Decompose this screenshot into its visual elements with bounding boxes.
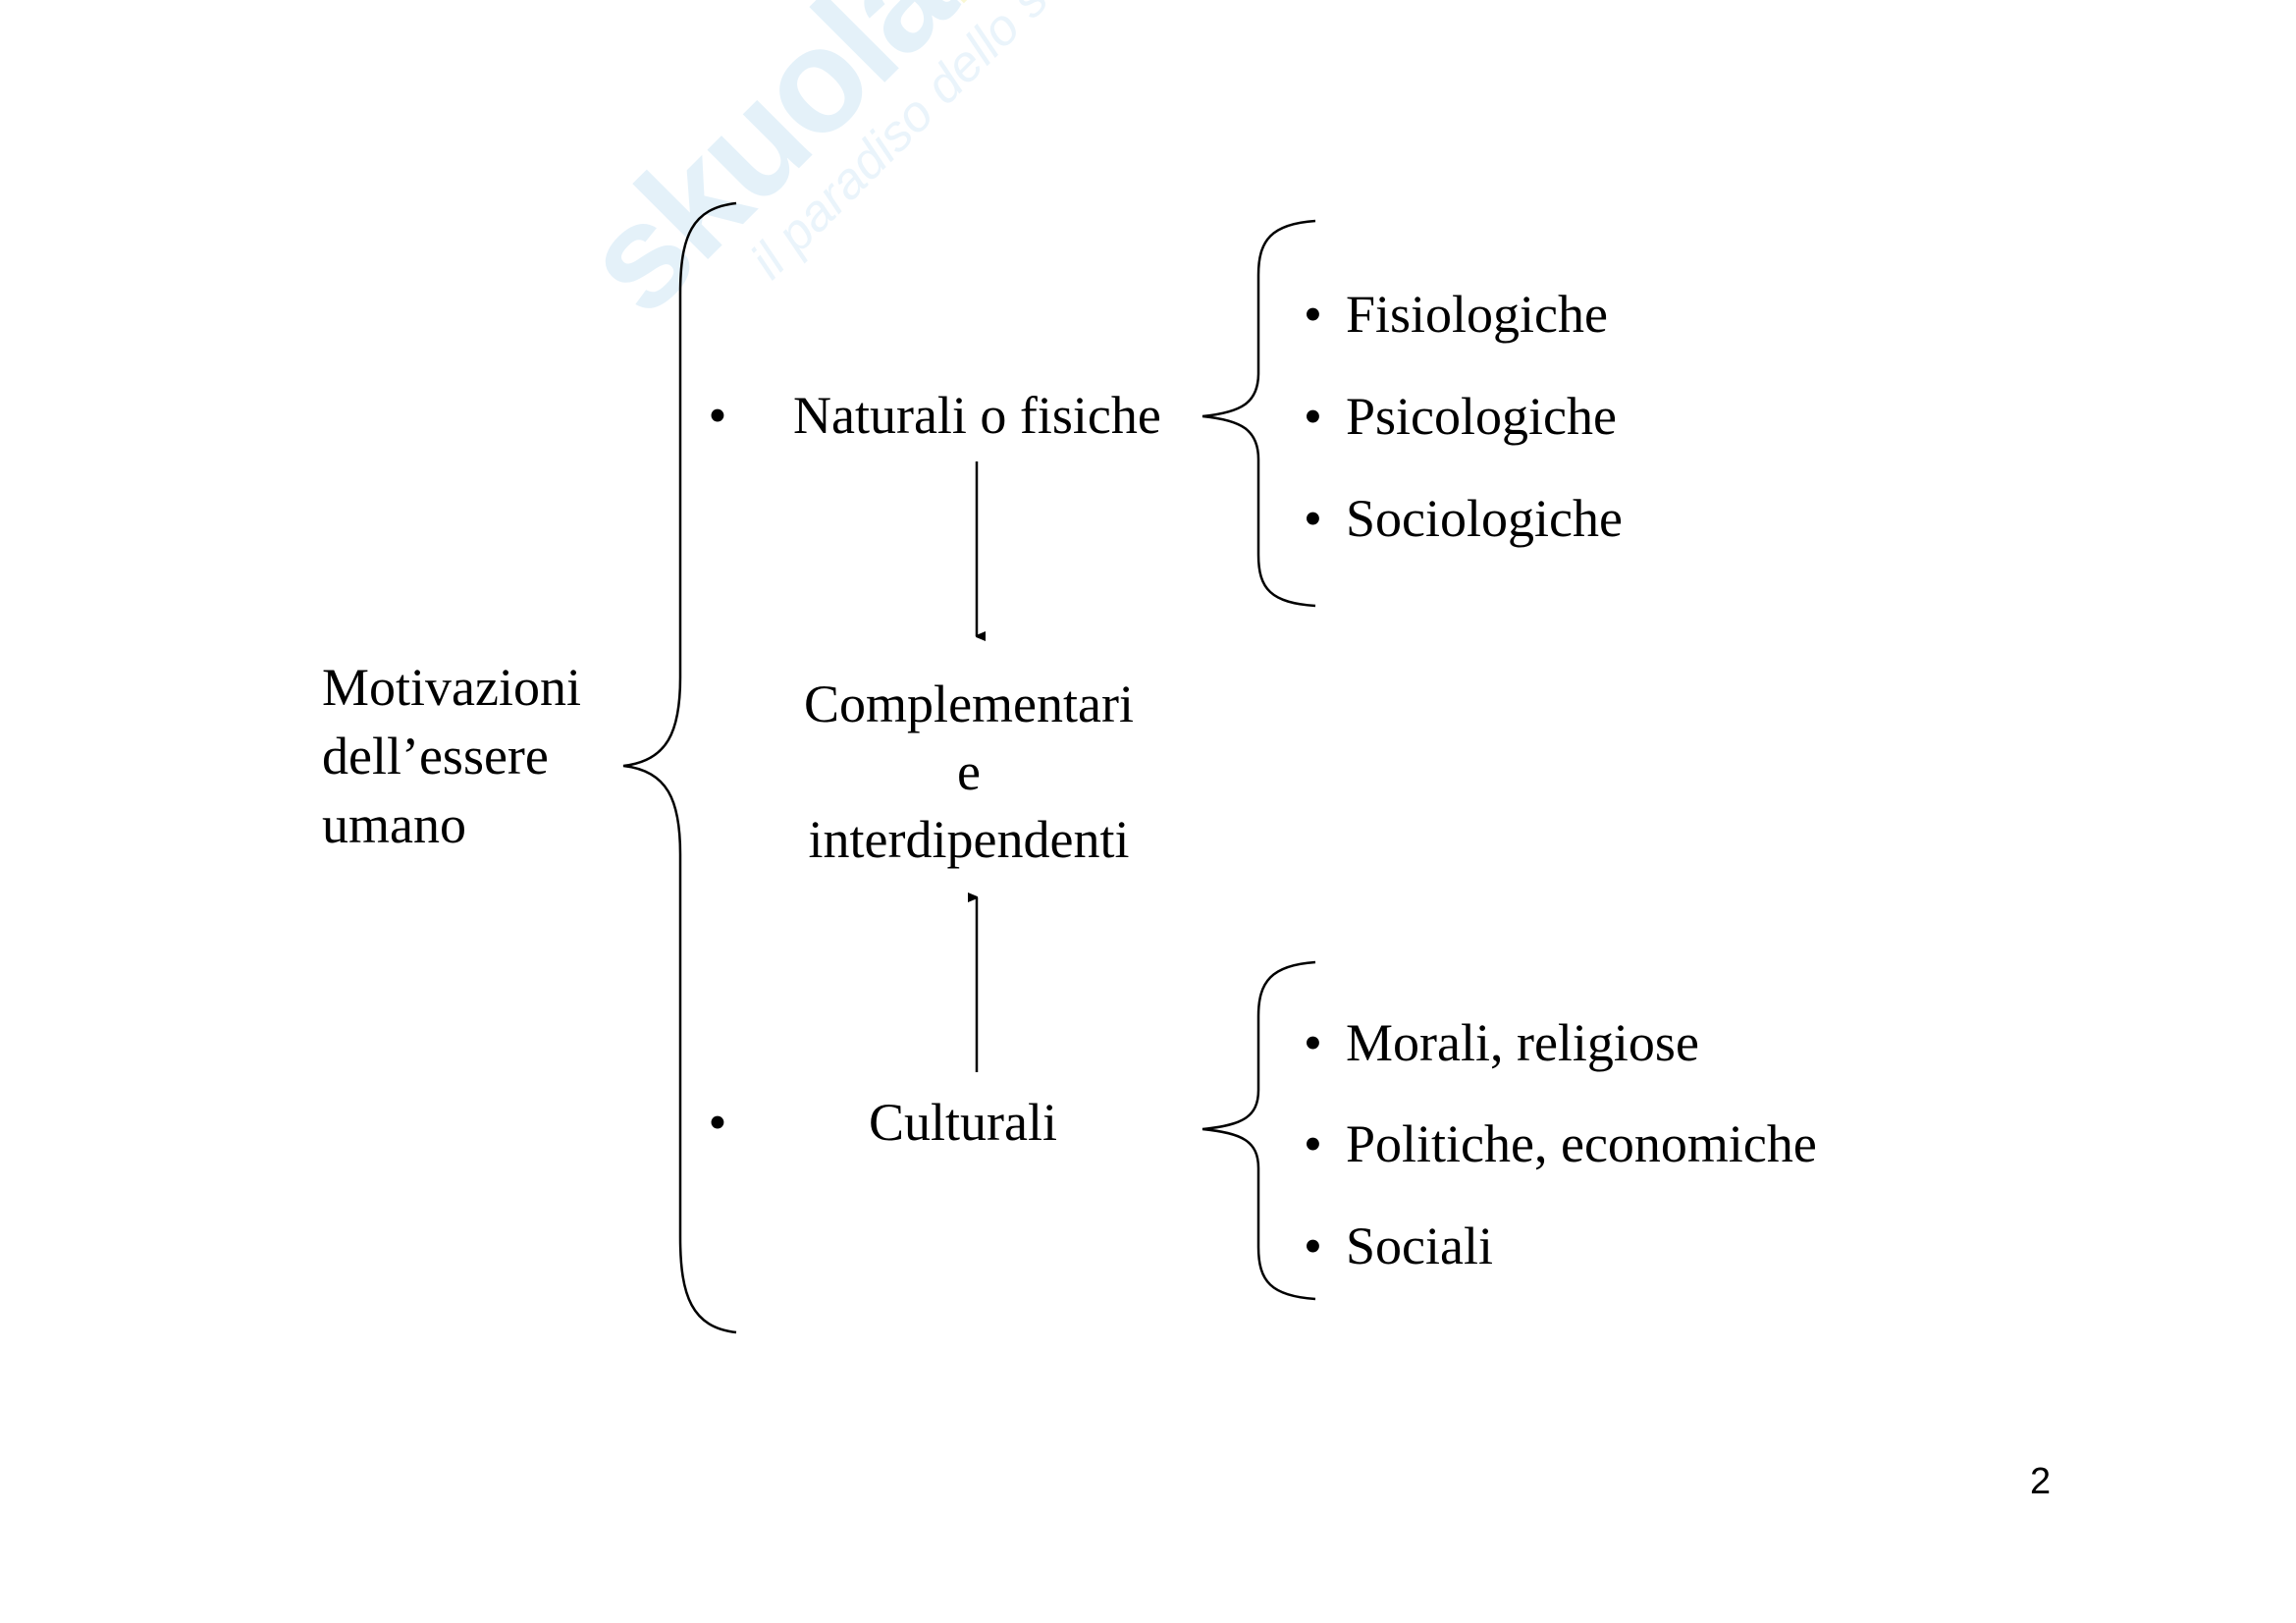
- list-item: Politiche, economiche: [1346, 1114, 1817, 1173]
- item-bullet: •: [1304, 1217, 1322, 1275]
- list-item: Sociali: [1346, 1217, 1493, 1275]
- list-item: Fisiologiche: [1346, 285, 1608, 344]
- item-bullet: •: [1304, 1114, 1322, 1173]
- item-bullet: •: [1304, 1013, 1322, 1072]
- item-bullet: •: [1304, 489, 1322, 548]
- center-label-line: interdipendenti: [808, 810, 1130, 869]
- branch-label-culturali: Culturali: [869, 1093, 1057, 1152]
- center-label-line: e: [957, 742, 981, 801]
- item-bullet: •: [1304, 387, 1322, 446]
- lower-brace: [1201, 960, 1316, 1301]
- list-item: Morali, religiose: [1346, 1013, 1699, 1072]
- branch-label-naturali: Naturali o fisiche: [793, 386, 1161, 445]
- branch-bullet: •: [708, 1093, 727, 1152]
- page-number: 2: [2030, 1461, 2052, 1502]
- upper-brace: [1201, 219, 1316, 608]
- center-label-line: Complementari: [804, 675, 1134, 733]
- list-item: Psicologiche: [1346, 387, 1617, 446]
- root-label-line: umano: [322, 795, 466, 854]
- item-bullet: •: [1304, 285, 1322, 344]
- list-item: Sociologiche: [1346, 489, 1623, 548]
- main-brace: [622, 201, 737, 1334]
- root-label-line: Motivazioni: [322, 658, 581, 717]
- branch-bullet: •: [708, 386, 727, 445]
- root-label-line: dell’essere: [322, 727, 549, 785]
